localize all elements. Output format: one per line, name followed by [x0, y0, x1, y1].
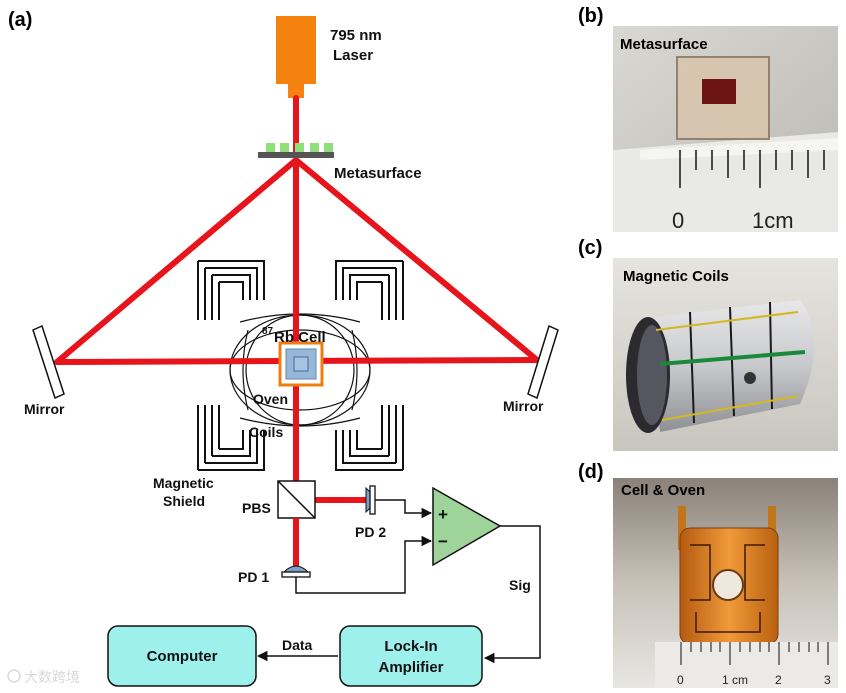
- photodiode-pd1: [281, 565, 311, 578]
- lockin-label-line2: Amplifier: [378, 659, 443, 676]
- computer-label: Computer: [147, 648, 218, 665]
- laser-source: [276, 16, 316, 98]
- cell-label: Rb Cell: [274, 329, 326, 346]
- mirror-right: [527, 324, 559, 400]
- watermark-text: 大数跨境: [24, 670, 80, 686]
- mirror-right-label: Mirror: [503, 398, 544, 414]
- panel-label-c: (c): [578, 237, 602, 259]
- ruler-b-zero: 0: [672, 208, 684, 233]
- metasurface-element: [258, 143, 334, 158]
- coils-label: Coils: [249, 424, 283, 440]
- pbs-label: PBS: [242, 500, 271, 516]
- laser-label: Laser: [333, 47, 373, 64]
- shield-label-line1: Magnetic: [153, 475, 214, 491]
- panel-label-d: (d): [578, 461, 604, 483]
- lockin-label-line1: Lock-In: [384, 638, 437, 655]
- signal-wires: [256, 499, 541, 664]
- ruler-d-two: 2: [775, 673, 782, 687]
- helmholtz-coils: [229, 313, 371, 427]
- photo-magnetic-coils: [613, 258, 838, 451]
- amp-minus-sign: −: [438, 532, 448, 551]
- photo-metasurface: 0 1cm: [613, 26, 838, 233]
- amp-plus-sign: +: [438, 505, 448, 524]
- pd2-label: PD 2: [355, 524, 386, 540]
- shield-label-line2: Shield: [163, 493, 205, 509]
- photo-c-title: Magnetic Coils: [623, 268, 729, 285]
- oven-label: Oven: [253, 391, 288, 407]
- magnetic-shield: [197, 260, 404, 471]
- photo-cell-oven: 0 1 cm 2 3: [613, 478, 838, 688]
- ruler-b-one: 1cm: [752, 208, 794, 233]
- laser-wavelength-label: 795 nm: [330, 27, 382, 44]
- sig-label: Sig: [509, 577, 531, 593]
- ruler-d-one: 1 cm: [722, 673, 748, 687]
- polarizing-beam-splitter: [277, 480, 316, 519]
- ruler-ticks-b: [679, 150, 825, 188]
- mirror-left: [32, 324, 65, 400]
- ruler-d-three: 3: [824, 673, 831, 687]
- panel-label-a: (a): [8, 9, 32, 31]
- watermark: 大数跨境: [7, 669, 80, 686]
- mirror-left-label: Mirror: [24, 401, 65, 417]
- data-label: Data: [282, 637, 313, 653]
- cell-isotope-superscript: 87: [262, 326, 274, 337]
- rb-cell-oven: [278, 341, 324, 387]
- computer-box: [107, 625, 257, 687]
- panel-label-b: (b): [578, 5, 604, 27]
- metasurface-label: Metasurface: [334, 165, 422, 182]
- ruler-d-zero: 0: [677, 673, 684, 687]
- differential-amplifier: [432, 486, 502, 567]
- pd1-label: PD 1: [238, 569, 269, 585]
- photodiode-pd2: [365, 485, 376, 515]
- photo-b-title: Metasurface: [620, 36, 708, 53]
- lockin-amplifier-box: [339, 625, 483, 687]
- photo-d-title: Cell & Oven: [621, 482, 705, 499]
